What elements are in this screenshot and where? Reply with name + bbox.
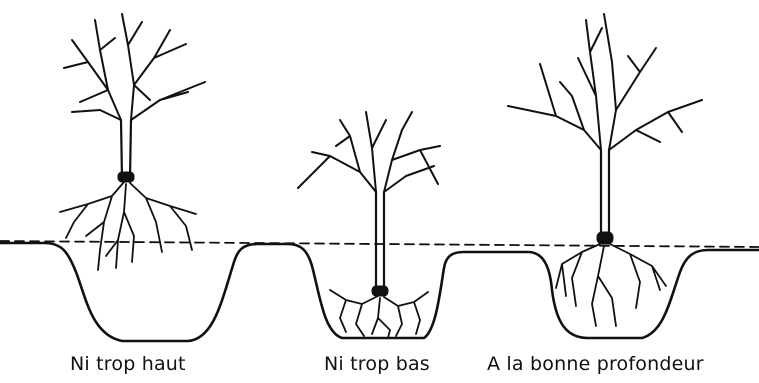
trunk <box>601 150 609 232</box>
roots <box>330 290 428 338</box>
tree-too-high <box>60 14 205 270</box>
trunk <box>376 192 384 288</box>
caption-correct-depth: A la bonne profondeur <box>487 352 704 376</box>
root-collar <box>118 172 134 182</box>
trunk <box>121 120 131 178</box>
tree-correct-depth <box>508 14 702 326</box>
tree-too-low <box>298 112 440 338</box>
root-collar <box>597 232 613 244</box>
roots <box>556 244 666 326</box>
caption-too-low: Ni trop bas <box>324 352 430 376</box>
crown-branches <box>508 14 702 150</box>
crown-branches <box>298 112 440 192</box>
roots <box>60 182 196 270</box>
root-collar <box>372 286 388 296</box>
caption-too-high: Ni trop haut <box>70 352 186 376</box>
crown-branches <box>64 14 205 120</box>
